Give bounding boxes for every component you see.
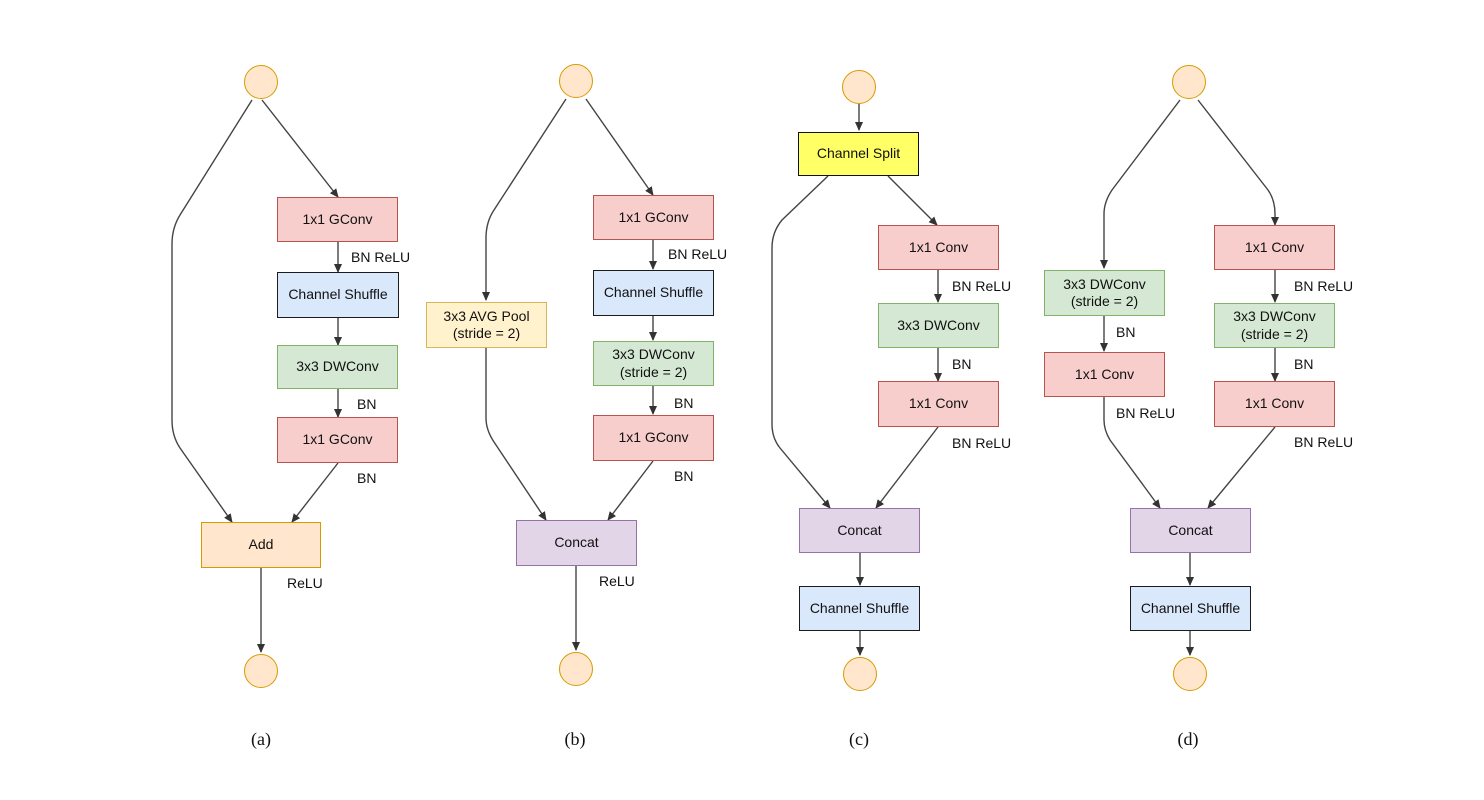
c-bn-1-label: BN [952,356,972,372]
b-avgpool-box: 3x3 AVG Pool (stride = 2) [426,302,547,348]
b-bn-2-label: BN [674,468,694,484]
edge-b-input-to-gconv [585,98,654,196]
a-relu-label: ReLU [287,575,323,591]
d-dwconv-box: 3x3 DWConv (stride = 2) [1214,303,1335,348]
b-avgpool-label: 3x3 AVG Pool (stride = 2) [443,307,530,342]
d-left-conv-label: 1x1 Conv [1074,365,1135,382]
c-split-label: Channel Split [816,145,901,162]
a-bn-2-label: BN [357,470,377,486]
a-caption: (a) [251,729,271,749]
a-add-label: Add [248,536,274,553]
b-concat-box: Concat [516,520,637,566]
edge-b-avgpool-to-concat [485,348,547,521]
edge-b-input-to-avgpool [482,98,567,301]
edge-c-split-to-conv [887,175,938,226]
d-shuffle-box: Channel Shuffle [1130,586,1251,631]
a-output-node [244,654,278,688]
c-output-node [843,657,877,691]
b-output-node [559,652,593,686]
b-input-node [559,64,593,98]
b-relu-label: ReLU [599,573,635,589]
a-bn-1-label: BN [357,396,377,412]
d-output-node [1173,657,1207,691]
edge-a-gconv-to-add [291,462,339,523]
d-conv2-label: 1x1 Conv [1244,395,1305,412]
edge-a-input-to-add-skip [171,99,253,523]
edge-b-gconv-to-concat [607,460,654,521]
b-gconv1-box: 1x1 GConv [593,195,714,240]
d-input-node [1172,65,1206,99]
d-left-bn-label: BN [1116,324,1136,340]
a-shuffle-box: Channel Shuffle [277,272,399,318]
c-shuffle-box: Channel Shuffle [799,586,920,631]
d-left-conv-box: 1x1 Conv [1044,352,1165,397]
c-conv1-label: 1x1 Conv [908,238,969,255]
a-gconv1-label: 1x1 GConv [302,210,373,227]
d-caption: (d) [1177,729,1199,749]
edge-d-input-to-right-conv [1197,99,1279,226]
a-gconv2-box: 1x1 GConv [277,417,398,463]
d-conv2-box: 1x1 Conv [1214,381,1335,427]
d-bn-relu-1-label: BN ReLU [1294,278,1354,294]
b-gconv2-box: 1x1 GConv [593,415,714,461]
edge-c-split-to-concat-skip [771,175,831,509]
a-add-box: Add [201,522,321,568]
c-conv2-box: 1x1 Conv [878,381,999,427]
b-bn-1-label: BN [674,395,694,411]
c-bn-relu-1-label: BN ReLU [952,278,1012,294]
a-dwconv-box: 3x3 DWConv [277,345,398,389]
edge-a-input-to-gconv [261,99,339,198]
a-gconv2-label: 1x1 GConv [302,431,373,448]
d-conv1-label: 1x1 Conv [1244,238,1305,255]
c-bn-relu-2-label: BN ReLU [952,435,1012,451]
c-conv1-box: 1x1 Conv [878,225,999,270]
a-bn-relu-1-label: BN ReLU [351,249,411,265]
a-gconv1-box: 1x1 GConv [277,197,398,242]
b-dwconv-label: 3x3 DWConv (stride = 2) [612,346,695,380]
b-gconv2-label: 1x1 GConv [618,429,689,446]
b-dwconv-box: 3x3 DWConv (stride = 2) [593,341,714,386]
d-shuffle-label: Channel Shuffle [1140,599,1241,616]
c-caption: (c) [849,729,869,749]
c-conv2-label: 1x1 Conv [908,395,969,412]
d-concat-label: Concat [1168,521,1213,538]
c-concat-box: Concat [799,508,920,553]
edge-d-input-to-left-dwconv [1100,99,1181,269]
b-shuffle-box: Channel Shuffle [593,270,714,316]
d-bn-1-label: BN [1294,356,1314,372]
b-caption: (b) [564,729,586,749]
d-concat-box: Concat [1130,508,1251,553]
b-gconv1-label: 1x1 GConv [618,208,689,225]
c-dwconv-box: 3x3 DWConv [878,303,999,348]
d-left-bn-relu-label: BN ReLU [1116,405,1176,421]
edge-d-right-conv-to-concat [1207,426,1276,509]
edge-c-conv-to-concat [875,426,939,509]
c-concat-label: Concat [837,521,882,538]
b-shuffle-label: Channel Shuffle [603,284,704,301]
c-split-box: Channel Split [798,132,919,176]
d-left-dwconv-box: 3x3 DWConv (stride = 2) [1044,270,1165,316]
c-dwconv-label: 3x3 DWConv [897,316,980,333]
a-dwconv-label: 3x3 DWConv [296,358,379,375]
a-shuffle-label: Channel Shuffle [288,286,388,303]
edge-d-left-conv-to-concat [1103,397,1161,509]
d-dwconv-label: 3x3 DWConv (stride = 2) [1233,308,1316,342]
c-shuffle-label: Channel Shuffle [809,599,910,616]
a-input-node [244,65,278,99]
d-left-dwconv-label: 3x3 DWConv (stride = 2) [1063,275,1146,310]
d-bn-relu-2-label: BN ReLU [1294,434,1354,450]
b-concat-label: Concat [554,534,599,551]
d-conv1-box: 1x1 Conv [1214,225,1335,270]
c-input-node [842,70,876,104]
b-bn-relu-1-label: BN ReLU [668,246,728,262]
